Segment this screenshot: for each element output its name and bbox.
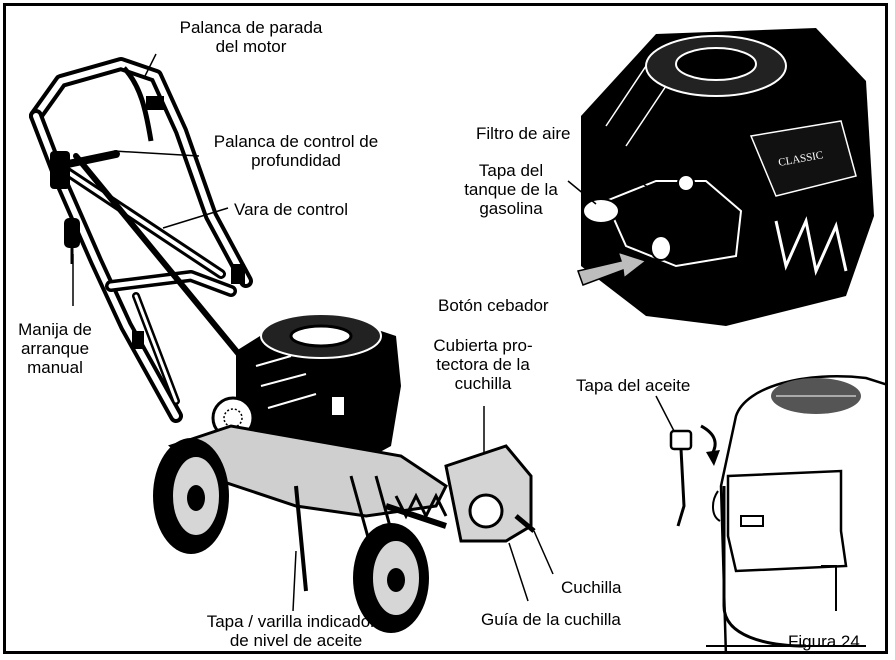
primer-bulb (650, 235, 672, 261)
label-control-rod: Vara de control (234, 200, 349, 219)
label-primer-button: Botón cebador (438, 296, 549, 315)
oil-closeup (706, 375, 885, 651)
handle-clip (231, 264, 245, 284)
primer-arrow (577, 250, 648, 286)
fuel-cap (582, 198, 620, 224)
oil-cap-rotate-arrow (700, 424, 717, 455)
leader-lines (72, 53, 675, 612)
edger-illustration: CLASSIC (29, 28, 885, 651)
handle-clip-lower (132, 331, 144, 349)
engine-closeup: CLASSIC (581, 28, 874, 326)
edger-frame (168, 424, 448, 592)
front-wheel (353, 523, 429, 633)
label-blade-guide: Guía de la cuchilla (481, 610, 621, 629)
stop-lever-clip (146, 96, 164, 110)
stop-lever (122, 66, 154, 142)
starter-handle (64, 218, 80, 264)
label-blade: Cuchilla (561, 578, 622, 597)
brand-logo (675, 47, 757, 81)
dipstick (669, 429, 693, 527)
figure-frame: CLASSIC (3, 3, 888, 654)
rear-wheel (153, 438, 229, 554)
spring (394, 492, 448, 520)
blade-guard (444, 444, 536, 543)
figure-caption: Figura 24 (788, 632, 860, 651)
air-filter-cover (604, 180, 743, 268)
label-oil-cap: Tapa del aceite (576, 376, 691, 395)
label-air-filter: Filtro de aire (476, 124, 571, 143)
depth-control-lever (50, 150, 120, 189)
